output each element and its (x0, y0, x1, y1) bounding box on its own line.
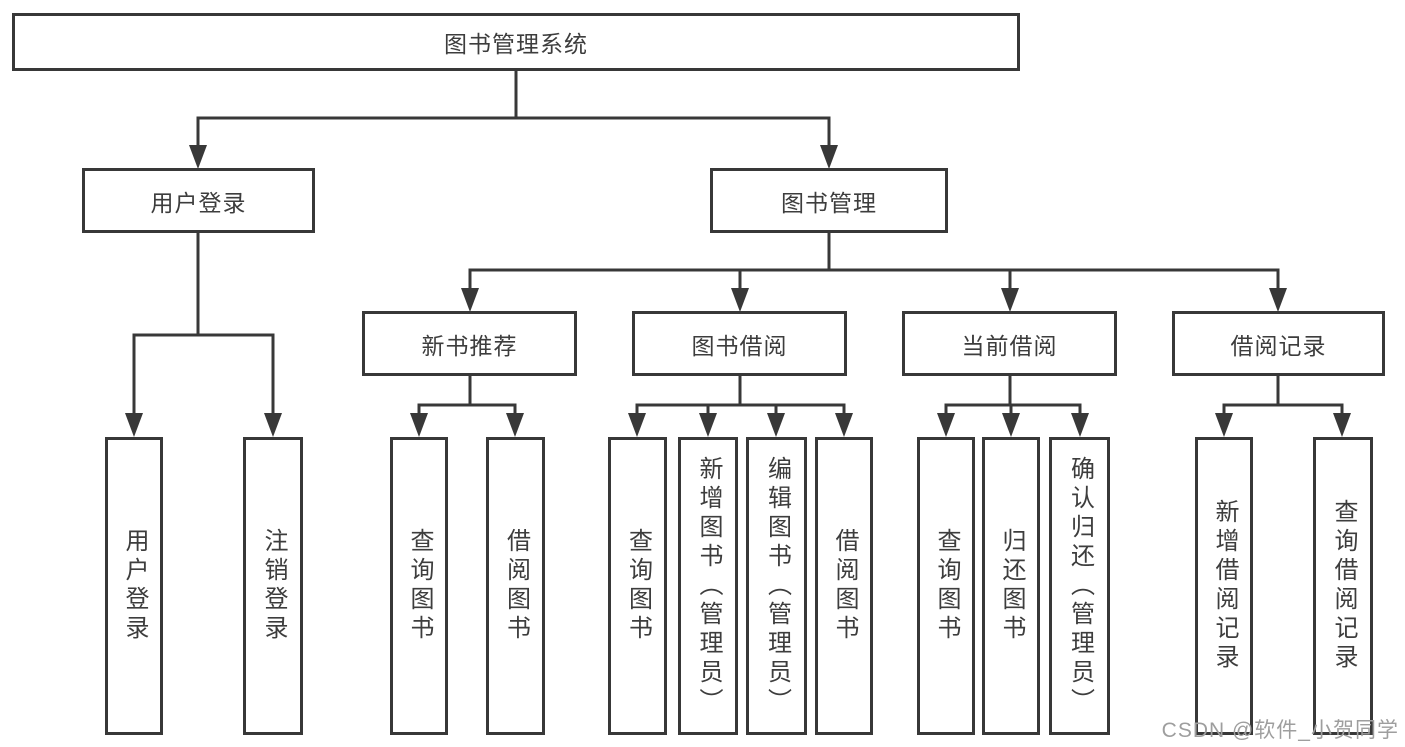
node-leaf-bb-borrow-label: 借阅图书 (831, 528, 858, 644)
node-leaf-rec-borrow-label: 借阅图书 (502, 528, 530, 644)
node-leaf-br-query: 查询借阅记录 (1313, 437, 1373, 735)
arrow-down-icon (731, 288, 749, 312)
node-leaf-rec-query-label: 查询图书 (406, 528, 433, 644)
arrow-down-icon (699, 413, 717, 437)
node-leaf-cb-return: 归还图书 (982, 437, 1040, 735)
node-root: 图书管理系统 (12, 13, 1020, 71)
node-leaf-br-add: 新增借阅记录 (1195, 437, 1253, 735)
node-leaf-bb-query-label: 查询图书 (624, 528, 652, 644)
node-user-login: 用户登录 (82, 168, 315, 233)
node-leaf-cb-confirm-label: 确认归还（管理员） (1066, 455, 1094, 717)
node-leaf-cb-return-label: 归还图书 (998, 528, 1025, 644)
node-borrow-record: 借阅记录 (1172, 311, 1385, 376)
node-leaf-bb-query: 查询图书 (608, 437, 667, 735)
node-leaf-logout: 注销登录 (243, 437, 303, 735)
arrow-down-icon (506, 413, 524, 437)
node-leaf-bb-borrow: 借阅图书 (815, 437, 873, 735)
arrow-down-icon (1002, 413, 1020, 437)
node-current-borrow-label: 当前借阅 (961, 332, 1058, 359)
node-leaf-rec-borrow: 借阅图书 (486, 437, 545, 735)
node-book-mgmt: 图书管理 (710, 168, 948, 233)
node-leaf-cb-query-label: 查询图书 (933, 528, 960, 644)
node-new-book-rec-label: 新书推荐 (421, 332, 518, 359)
node-leaf-cb-query: 查询图书 (917, 437, 975, 735)
node-leaf-bb-add: 新增图书（管理员） (678, 437, 738, 735)
node-leaf-bb-edit: 编辑图书（管理员） (746, 437, 807, 735)
arrow-down-icon (1215, 413, 1233, 437)
node-leaf-cb-confirm: 确认归还（管理员） (1049, 437, 1110, 735)
node-leaf-user-login-label: 用户登录 (121, 528, 148, 644)
node-leaf-user-login: 用户登录 (105, 437, 163, 735)
arrowheads (125, 145, 1351, 437)
node-book-borrow: 图书借阅 (632, 311, 847, 376)
node-leaf-bb-edit-label: 编辑图书（管理员） (763, 455, 791, 717)
arrow-down-icon (189, 145, 207, 169)
node-current-borrow: 当前借阅 (902, 311, 1117, 376)
node-book-mgmt-label: 图书管理 (781, 189, 877, 216)
arrow-down-icon (461, 288, 479, 312)
arrow-down-icon (1001, 288, 1019, 312)
connector-bookborrow-to-leaves (635, 375, 846, 415)
arrow-down-icon (264, 413, 282, 437)
node-book-borrow-label: 图书借阅 (691, 332, 788, 359)
arrow-down-icon (1071, 413, 1089, 437)
node-leaf-rec-query: 查询图书 (390, 437, 448, 735)
arrow-down-icon (937, 413, 955, 437)
arrow-down-icon (1269, 288, 1287, 312)
arrow-down-icon (628, 413, 646, 437)
node-borrow-record-label: 借阅记录 (1230, 332, 1327, 359)
arrow-down-icon (1333, 413, 1351, 437)
arrow-down-icon (767, 413, 785, 437)
node-leaf-logout-label: 注销登录 (260, 528, 287, 644)
node-leaf-bb-add-label: 新增图书（管理员） (695, 455, 722, 717)
node-leaf-br-query-label: 查询借阅记录 (1330, 499, 1357, 673)
arrow-down-icon (835, 413, 853, 437)
connector-currentborrow-to-leaves (944, 376, 1082, 415)
arrow-down-icon (820, 145, 838, 169)
connector-borrowrecord-to-leaves (1222, 376, 1344, 415)
node-root-label: 图书管理系统 (444, 31, 588, 57)
node-leaf-br-add-label: 新增借阅记录 (1211, 499, 1238, 673)
node-user-login-label: 用户登录 (150, 189, 247, 216)
connector-newbookrec-to-leaves (417, 376, 517, 415)
arrow-down-icon (410, 413, 428, 437)
csdn-watermark: CSDN @软件_小贺同学 (1161, 719, 1399, 742)
connector-userlogin-to-leaves (132, 233, 275, 415)
connector-bookmgmt-to-level3 (468, 233, 1280, 290)
node-new-book-rec: 新书推荐 (362, 311, 577, 376)
arrow-down-icon (125, 413, 143, 437)
connector-root-to-level2 (196, 70, 831, 147)
